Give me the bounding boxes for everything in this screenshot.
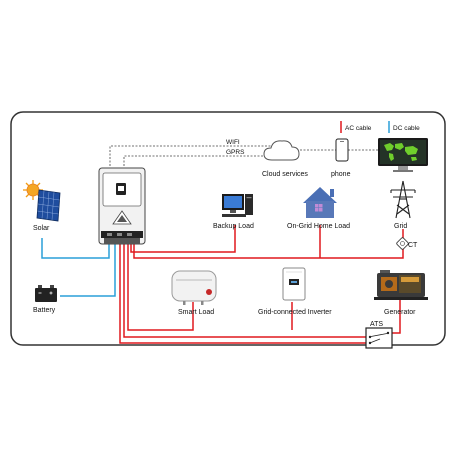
diagram-frame <box>10 111 446 346</box>
water-heater-icon <box>171 270 217 305</box>
computer-icon <box>222 194 253 217</box>
solar-panel-icon <box>36 189 61 222</box>
generator-icon <box>374 270 428 300</box>
gprs-label: GPRS <box>226 149 245 156</box>
ats-label: ATS <box>370 321 383 328</box>
phone-label: phone <box>331 171 351 178</box>
wifi-line <box>109 145 276 166</box>
pylon-icon <box>390 180 416 219</box>
grid-inverter-icon <box>282 267 306 301</box>
grid-label: Grid <box>394 223 407 230</box>
grid-inverter-label: Grid-connected Inverter <box>258 309 332 316</box>
ac-cables <box>119 225 404 344</box>
ats-switch-icon <box>365 327 393 349</box>
monitor-icon <box>378 138 428 172</box>
legend-ac-label: AC cable <box>345 125 372 132</box>
phone-icon <box>335 138 349 162</box>
solar-label: Solar <box>33 225 50 232</box>
battery-label: Battery <box>33 307 56 314</box>
cloud-icon <box>263 140 300 161</box>
backup-load-label: Backup Load <box>213 223 254 230</box>
gprs-line <box>123 155 268 166</box>
cloud-label: Cloud services <box>262 171 308 178</box>
backup-load-cable <box>130 225 236 253</box>
dc-cables <box>41 238 116 297</box>
wifi-label: WIFI <box>226 139 240 146</box>
legend: AC cable DC cable <box>340 121 420 133</box>
battery-dc-cable <box>60 244 116 297</box>
legend-dc-label: DC cable <box>393 125 420 132</box>
grid-bus-cable <box>133 244 404 259</box>
battery-icon <box>35 285 57 302</box>
hybrid-inverter-icon <box>98 167 146 245</box>
smart-load-cable <box>127 244 194 331</box>
ct-label: CT <box>408 242 418 249</box>
solar-dc-cable <box>41 238 110 259</box>
ats-generator-cable <box>392 300 401 334</box>
ct-clamp-icon <box>396 237 409 250</box>
smart-load-label: Smart Load <box>178 309 214 316</box>
gen-bus-cable-1 <box>123 244 366 338</box>
comm-lines <box>109 145 378 166</box>
house-icon <box>303 187 337 218</box>
gen-bus-cable-2 <box>119 244 366 344</box>
home-load-label: On-Grid Home Load <box>287 223 350 230</box>
generator-label: Generator <box>384 309 416 316</box>
